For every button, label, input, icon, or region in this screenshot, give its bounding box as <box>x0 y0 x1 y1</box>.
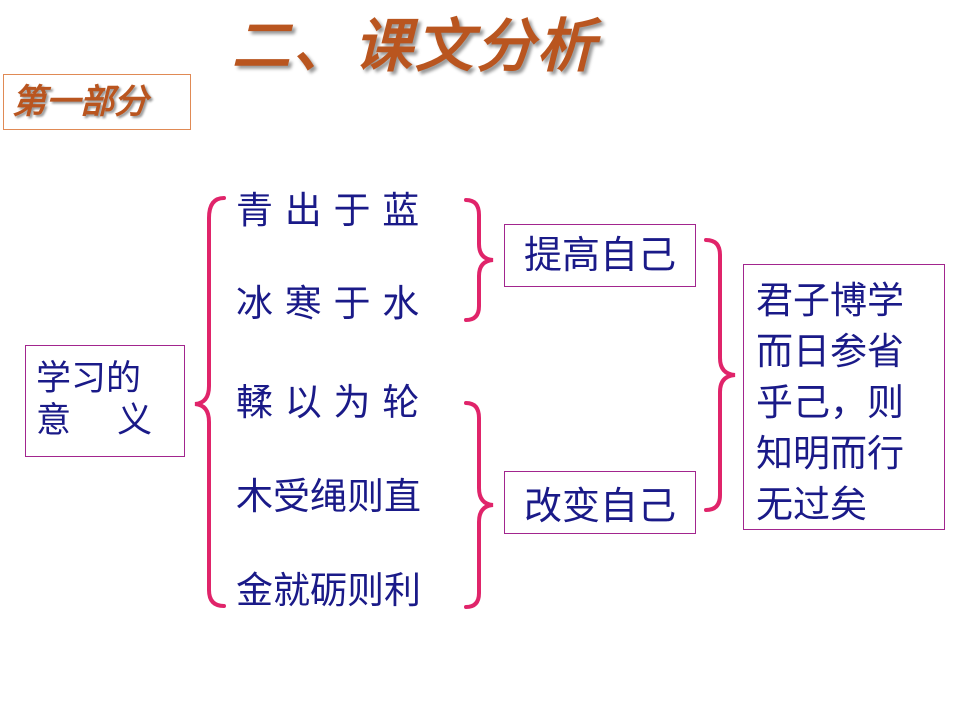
conclusion-line-3: 乎己，则 <box>756 381 904 424</box>
section-label: 第一部分 <box>3 74 191 130</box>
list-item: 輮 以 为 轮 <box>236 381 420 424</box>
slide-title: 二、课文分析 <box>232 12 599 80</box>
conclusion-line-5: 无过矣 <box>756 483 867 526</box>
list-item: 木受绳则直 <box>236 475 421 518</box>
improve-self-box: 提高自己 <box>504 224 696 287</box>
list-item: 金就砺则利 <box>236 569 421 612</box>
meaning-box: 学习的 意 义 <box>25 345 185 457</box>
lower-right-brace <box>464 401 494 609</box>
list-item: 冰 寒 于 水 <box>236 282 420 325</box>
meaning-line-2: 意 义 <box>36 401 153 441</box>
list-item: 青 出 于 蓝 <box>236 189 420 232</box>
conclusion-line-2: 而日参省 <box>756 330 904 373</box>
meaning-line-1: 学习的 <box>36 359 142 399</box>
upper-right-brace <box>464 198 494 322</box>
conclusion-box: 君子博学 而日参省 乎己，则 知明而行 无过矣 <box>743 264 945 530</box>
outer-right-brace <box>704 238 736 512</box>
conclusion-line-1: 君子博学 <box>756 279 904 322</box>
change-self-box: 改变自己 <box>504 471 696 534</box>
conclusion-line-4: 知明而行 <box>756 432 904 475</box>
left-brace <box>194 196 226 608</box>
